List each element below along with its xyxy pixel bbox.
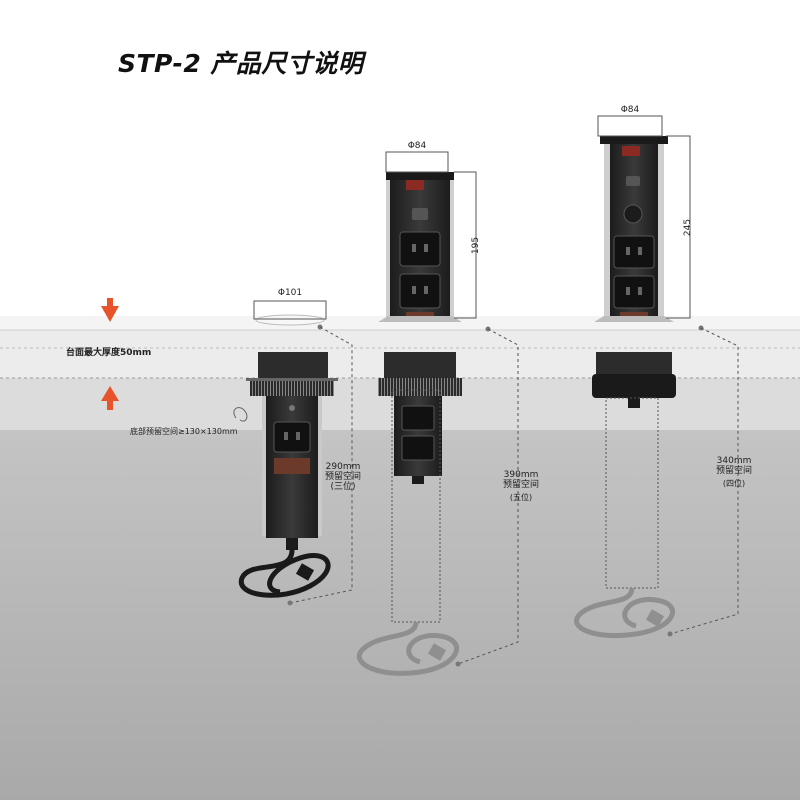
unit-3-positions: (四位) [722,479,746,488]
unit-3-power-cable [574,587,676,639]
unit-2-socket [357,172,462,676]
page-title: STP-2 产品尺寸说明 [118,49,364,78]
unit-3-socket [574,136,676,639]
thickness-arrow-down-icon [101,298,119,322]
unit-3-diameter-label: Φ84 [620,105,640,115]
unit-2-positions: (五位) [509,493,533,502]
unit-1-diameter-dimension [253,300,327,320]
unit-3-height-label: 245 [683,218,694,237]
unit-1-power-cable [238,549,331,598]
unit-2-reserve-dimension [455,326,519,667]
unit-1-reserve-dimension [287,324,353,606]
bottom-space-curl-arrow-icon [233,407,248,422]
unit-2-power-cable [357,621,460,676]
bottom-space-label: 底部预留空间≥130×130mm [130,427,238,436]
unit-2-height-dimension [454,171,477,319]
unit-2-diameter-dimension [385,151,449,173]
unit-3-diameter-dimension [597,115,663,137]
thickness-arrow-up-icon [101,386,119,410]
unit-2-reserve-height: 390mm [503,470,539,480]
unit-1-positions: (三位) [330,482,356,492]
unit-3-reserve-height: 340mm [716,456,752,466]
floor-background [0,430,800,800]
unit-1-diameter-label: Φ101 [277,288,303,298]
unit-3-height-dimension [666,135,691,319]
unit-2-height-label: 195 [471,236,482,255]
unit-1-socket [238,314,338,598]
desk-thickness-label: 台面最大厚度50mm [66,348,152,358]
unit-3-reserve-dimension [667,325,739,637]
unit-1-reserve-label: 预留空间 [324,472,361,482]
unit-1-reserve-height: 290mm [325,462,361,472]
unit-3-reserve-label: 预留空间 [715,466,752,476]
unit-2-diameter-label: Φ84 [407,141,427,151]
unit-2-reserve-label: 预留空间 [502,480,539,490]
